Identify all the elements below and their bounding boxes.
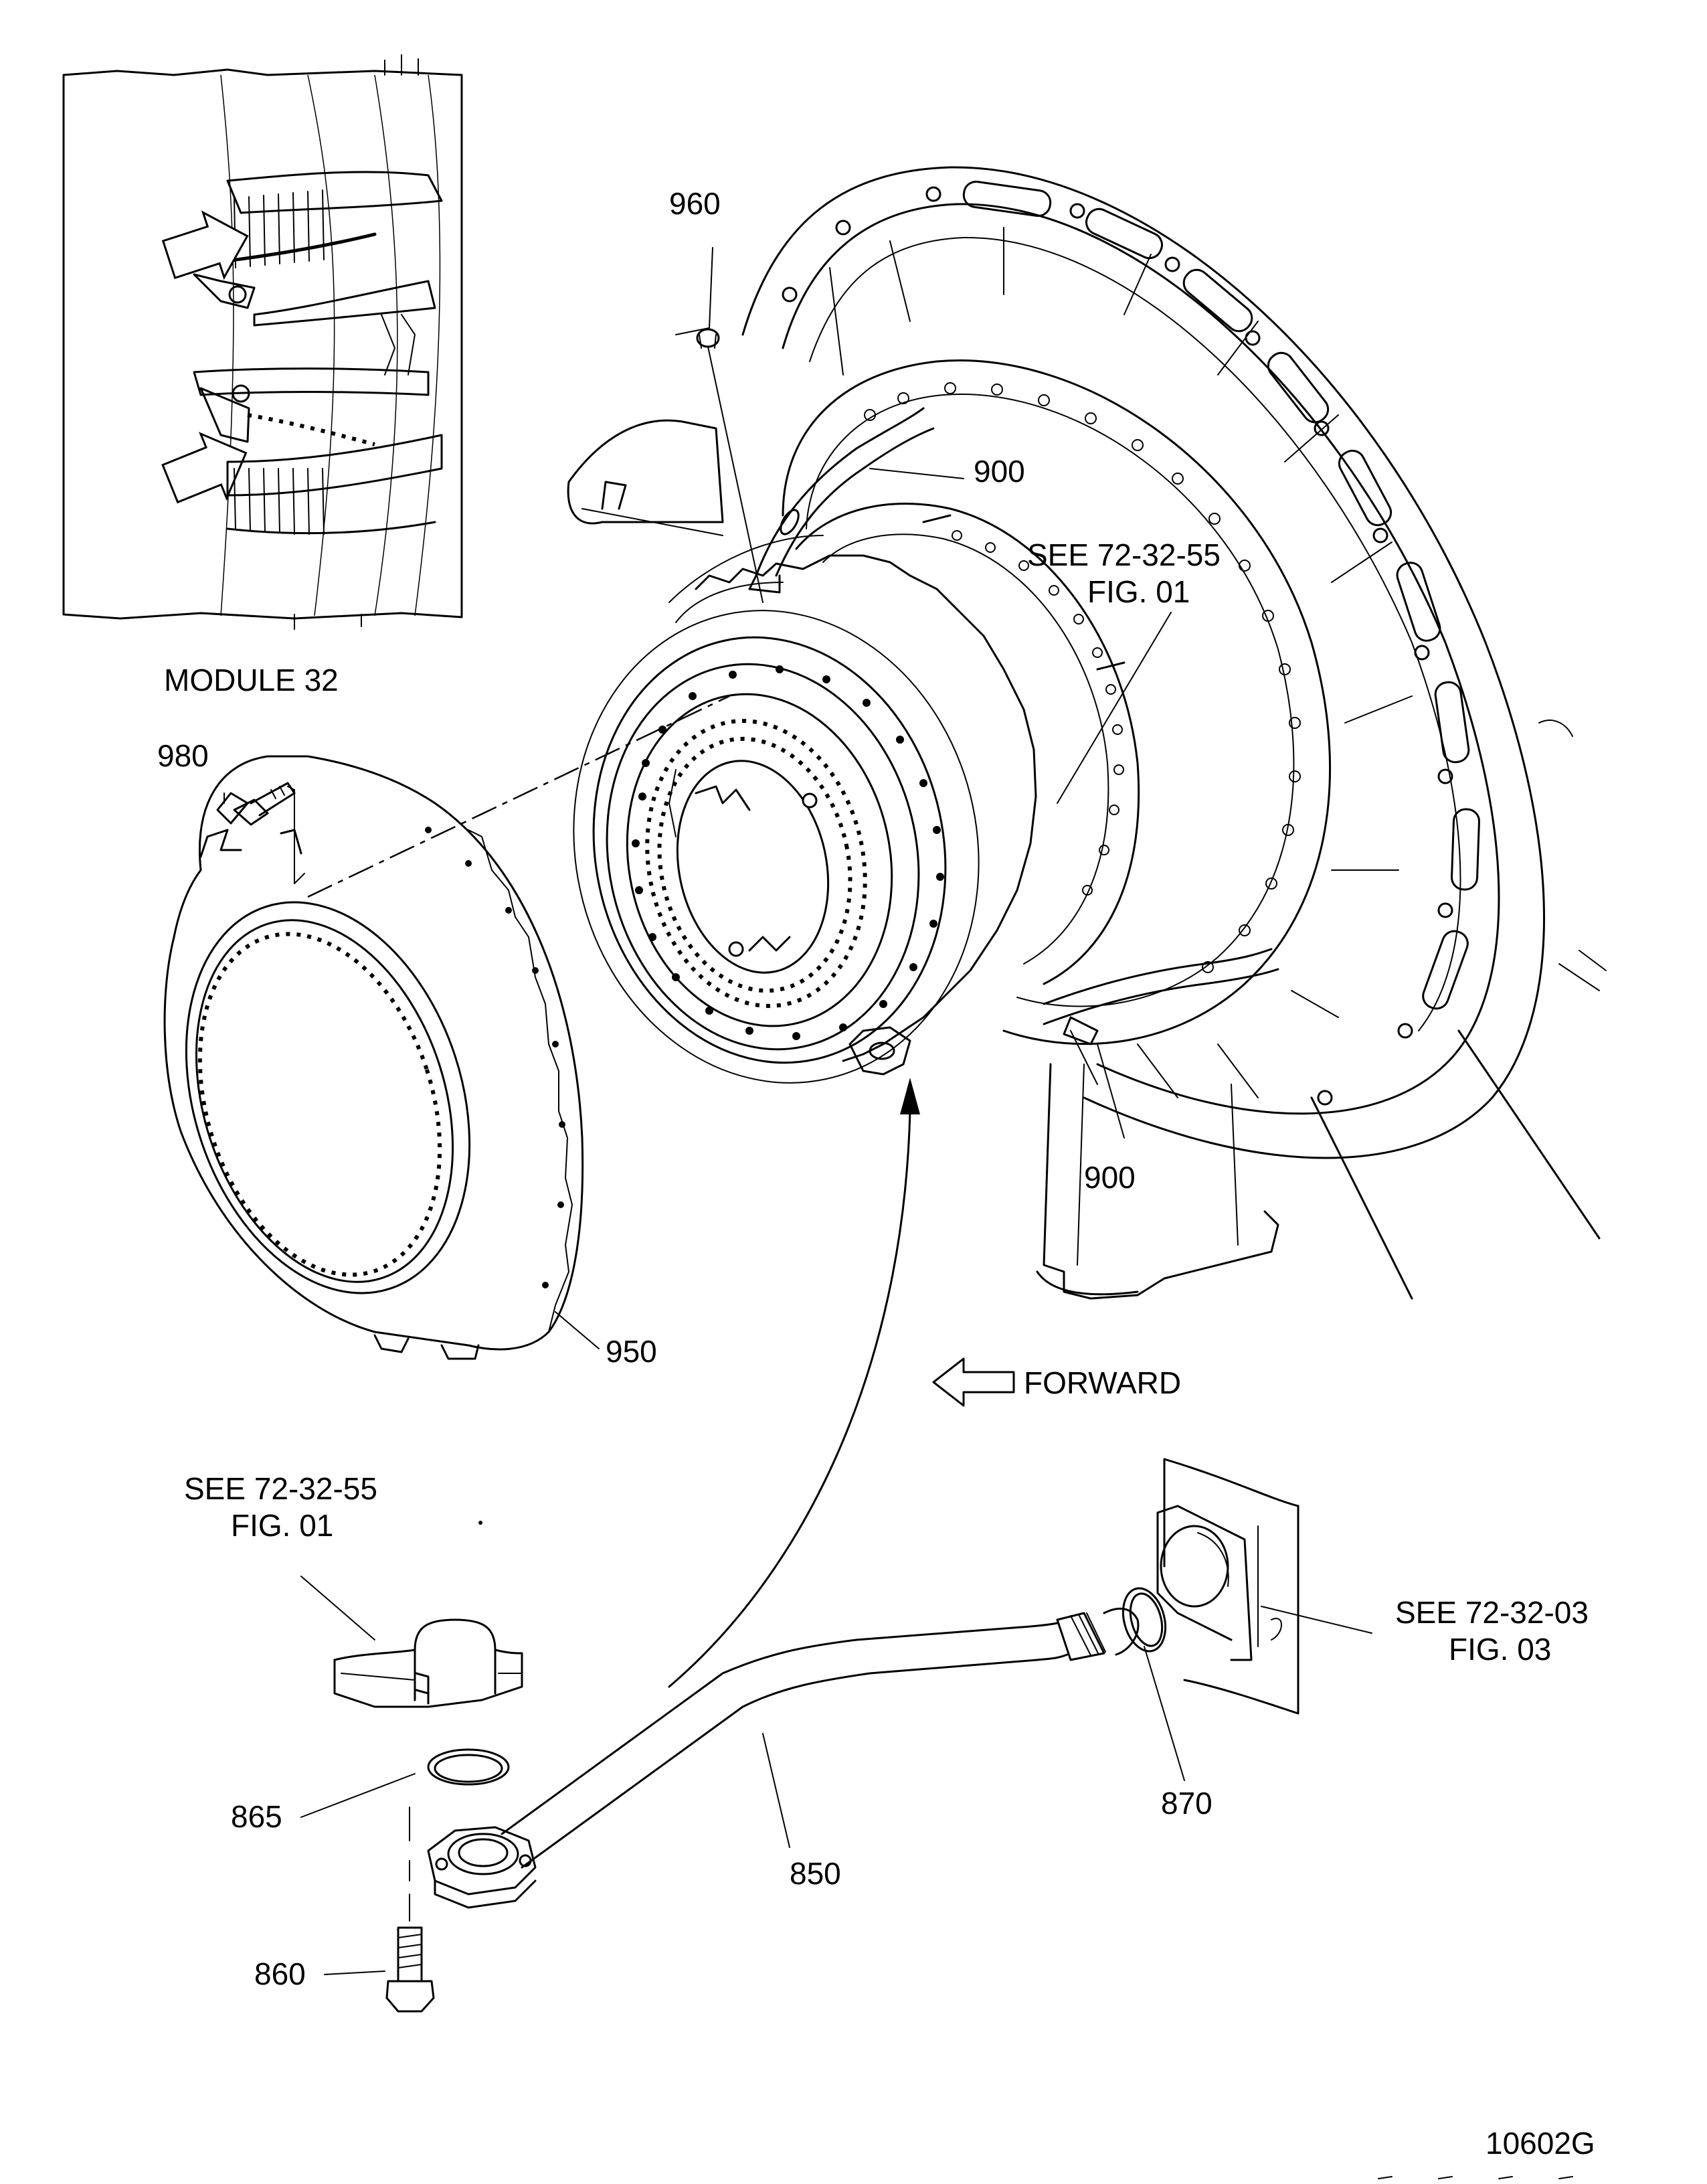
ring-slots [962, 180, 1480, 1010]
reference-lower-right: SEE 72-32-03 FIG. 03 [1395, 1595, 1589, 1667]
callout-950: 950 [606, 1334, 657, 1369]
forward-direction-indicator: FORWARD [932, 1357, 1181, 1407]
lower-pedestal [1036, 1063, 1279, 1300]
outer-case-ring [741, 166, 1607, 1300]
inset-arrow-lower [161, 432, 248, 504]
reference-upper-line2: FIG. 01 [1087, 574, 1190, 609]
leader-lines [223, 247, 1372, 1975]
figure-id-underline [1378, 2176, 1573, 2179]
case-bolt-row [952, 530, 1124, 896]
reference-upper-line1: SEE 72-32-55 [1027, 537, 1221, 572]
drain-tube-850 [427, 1078, 1140, 1909]
forward-label: FORWARD [1024, 1365, 1181, 1400]
drain-boss-detail [333, 1618, 523, 1708]
tube-900-upper [748, 407, 935, 594]
rotor-face [573, 610, 980, 1084]
callout-860: 860 [254, 1956, 306, 1991]
inset-arrow-upper [161, 210, 249, 280]
reference-lower-left-line1: SEE 72-32-55 [184, 1471, 377, 1506]
engine-assembly [567, 166, 1607, 1300]
callout-900-top: 900 [974, 454, 1025, 489]
callout-960: 960 [669, 186, 721, 221]
forward-arrow-icon [932, 1357, 1015, 1407]
figure-id: 10602G [1486, 2126, 1595, 2161]
reference-lower-left: SEE 72-32-55 FIG. 01 [184, 1471, 377, 1543]
callout-850: 850 [790, 1856, 841, 1891]
inner-flange-ring [782, 359, 1331, 1045]
bolt-980 [216, 782, 305, 884]
upper-mount-bracket [567, 419, 724, 536]
reference-upper: SEE 72-32-55 FIG. 01 [1027, 537, 1221, 609]
o-ring-870 [1121, 1587, 1167, 1653]
lower-boss [848, 1026, 911, 1076]
bolt-860 [385, 1807, 435, 2013]
nut-960 [696, 328, 763, 603]
callout-900-bottom: 900 [1084, 1160, 1136, 1195]
installation-arrow [668, 1110, 911, 1688]
alignment-centerline [307, 695, 730, 898]
callout-870: 870 [1161, 1786, 1212, 1821]
tube-900-lower [1043, 948, 1279, 1045]
reference-lower-right-line2: FIG. 03 [1449, 1632, 1551, 1667]
ring-bolt-holes [782, 186, 1453, 1106]
inner-flange-bolts [864, 382, 1301, 973]
front-cover-950 [163, 755, 584, 1360]
rotor-bolt-circle [632, 665, 944, 1040]
mounting-pad-detail [1156, 1458, 1299, 1715]
callout-labels: 960 900 900 980 950 865 850 870 860 [157, 186, 1212, 1991]
reference-lower-left-line2: FIG. 01 [231, 1508, 333, 1543]
callout-865: 865 [231, 1799, 282, 1834]
callout-980: 980 [157, 738, 209, 773]
o-ring-865 [427, 1748, 510, 1786]
module-32-inset: MODULE 32 [62, 54, 463, 697]
reference-lower-right-line1: SEE 72-32-03 [1395, 1595, 1589, 1630]
struts [829, 227, 1413, 1098]
inset-title: MODULE 32 [164, 663, 339, 697]
combustion-case [668, 503, 1140, 985]
inset-lower-blades [193, 367, 443, 535]
